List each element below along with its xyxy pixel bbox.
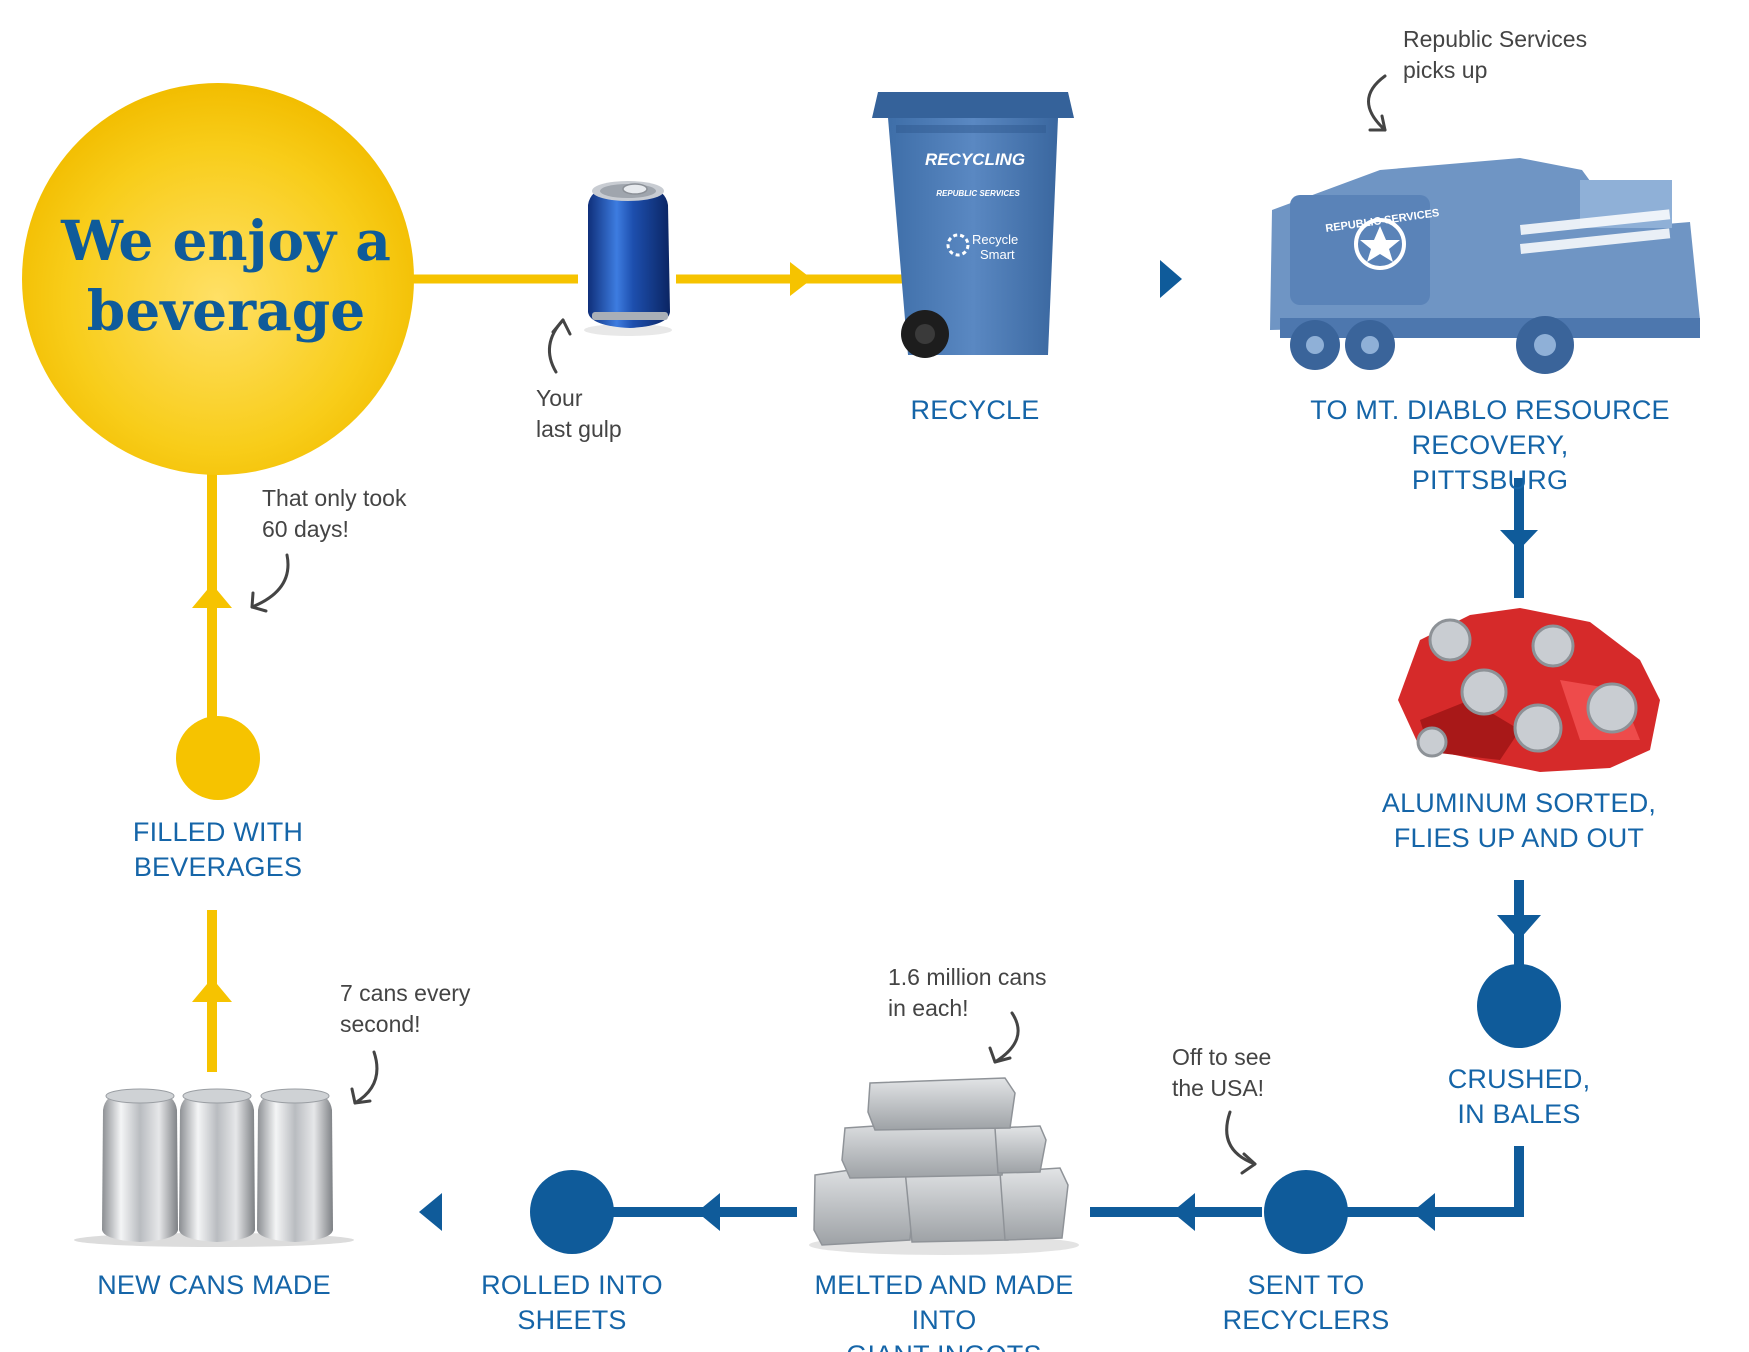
flow-nodes: [176, 716, 1561, 1254]
note-cans-per-second-line1: 7 cans every: [340, 980, 471, 1006]
node-filled: [176, 716, 260, 800]
aluminum-ingots-icon: [809, 1077, 1079, 1255]
step-crushed-line1: CRUSHED,: [1447, 1064, 1591, 1094]
note-republic-services: Republic Services picks up: [1403, 24, 1587, 86]
new-cans-icon: [74, 1088, 354, 1247]
note-usa: Off to see the USA!: [1172, 1042, 1271, 1104]
step-melted-line1: MELTED AND MADE INTO: [814, 1270, 1074, 1335]
note-last-gulp-line2: last gulp: [536, 416, 622, 442]
beverage-can-icon: [584, 181, 672, 336]
step-aluminum-sorted-line2: FLIES UP AND OUT: [1393, 823, 1645, 853]
step-sent-line1: SENT TO: [1247, 1270, 1365, 1300]
bin-label: RECYCLING: [925, 150, 1025, 169]
note-ingots-line2: in each!: [888, 995, 969, 1021]
hero-title-line2: beverage: [86, 278, 366, 343]
bin-brand: REPUBLIC SERVICES: [936, 189, 1020, 198]
garbage-truck-icon: REPUBLIC SERVICES: [1270, 158, 1700, 374]
step-aluminum-sorted-label: ALUMINUM SORTED, FLIES UP AND OUT: [1359, 786, 1679, 856]
note-last-gulp: Your last gulp: [536, 383, 622, 445]
note-ingots-line1: 1.6 million cans: [888, 964, 1047, 990]
note-cans-per-second: 7 cans every second!: [340, 978, 470, 1040]
flow-lines: [192, 260, 1541, 1231]
step-recycle-line1: RECYCLE: [910, 395, 1040, 425]
step-crushed-label: CRUSHED, IN BALES: [1409, 1062, 1629, 1132]
node-rolled: [530, 1170, 614, 1254]
step-recycle-label: RECYCLE: [875, 393, 1075, 428]
step-rolled-label: ROLLED INTO SHEETS: [462, 1268, 682, 1338]
note-sixty-days: That only took 60 days!: [262, 483, 406, 545]
step-mt-diablo-line1: TO MT. DIABLO RESOURCE RECOVERY,: [1310, 395, 1670, 460]
node-sent: [1264, 1170, 1348, 1254]
bin-program-line2: Smart: [980, 247, 1015, 262]
step-filled-line1: FILLED WITH: [132, 817, 304, 847]
node-crushed: [1477, 964, 1561, 1048]
step-sent-to-recyclers-label: SENT TO RECYCLERS: [1196, 1268, 1416, 1338]
hero-title: We enjoy a beverage: [32, 206, 420, 346]
step-new-cans-line1: NEW CANS MADE: [97, 1270, 331, 1300]
step-filled-line2: BEVERAGES: [133, 852, 303, 882]
crushed-cans-icon: [1398, 608, 1660, 772]
hero-circle: [22, 83, 414, 475]
note-cans-per-second-line2: second!: [340, 1011, 421, 1037]
recycling-bin-icon: RECYCLING REPUBLIC SERVICES Recycle Smar…: [872, 92, 1074, 358]
step-new-cans-label: NEW CANS MADE: [84, 1268, 344, 1303]
hero-title-line1: We enjoy a: [61, 208, 391, 273]
note-republic-line1: Republic Services: [1403, 26, 1588, 52]
step-sent-line2: RECYCLERS: [1222, 1305, 1390, 1335]
step-crushed-line2: IN BALES: [1457, 1099, 1581, 1129]
note-sixty-days-line2: 60 days!: [262, 516, 349, 542]
step-rolled-line2: SHEETS: [517, 1305, 627, 1335]
note-republic-line2: picks up: [1403, 57, 1488, 83]
note-usa-line1: Off to see: [1172, 1044, 1272, 1070]
step-filled-label: FILLED WITH BEVERAGES: [98, 815, 338, 885]
step-melted-label: MELTED AND MADE INTO GIANT INGOTS: [779, 1268, 1109, 1352]
bin-program-line1: Recycle: [972, 232, 1018, 247]
step-aluminum-sorted-line1: ALUMINUM SORTED,: [1381, 788, 1657, 818]
step-mt-diablo-line2: PITTSBURG: [1411, 465, 1569, 495]
step-rolled-line1: ROLLED INTO: [481, 1270, 663, 1300]
step-melted-line2: GIANT INGOTS: [779, 1338, 1109, 1352]
step-mt-diablo-label: TO MT. DIABLO RESOURCE RECOVERY, PITTSBU…: [1240, 393, 1740, 498]
note-ingots: 1.6 million cans in each!: [888, 962, 1047, 1024]
note-sixty-days-line1: That only took: [262, 485, 407, 511]
note-last-gulp-line1: Your: [536, 385, 583, 411]
curved-arrow-icon: [250, 74, 1387, 1175]
note-usa-line2: the USA!: [1172, 1075, 1265, 1101]
